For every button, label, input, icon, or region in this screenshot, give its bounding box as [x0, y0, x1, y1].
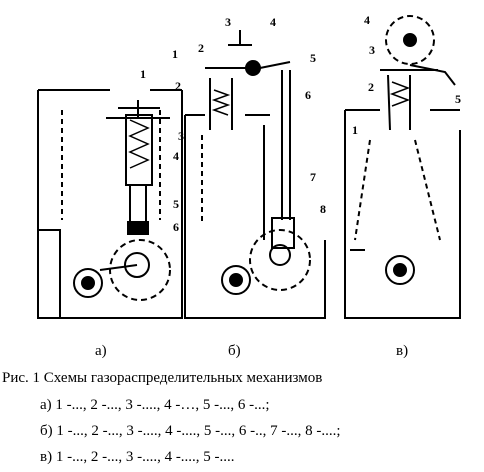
a-num-6: 6	[173, 220, 179, 234]
b-num-8: 8	[320, 202, 326, 216]
label-c: в)	[396, 343, 409, 359]
a-num-1: 1	[140, 67, 146, 81]
mechanism-figure: 1 2 3 4 5 6 1 2 3 4 5 6 7 8 1 2 3 4 5	[37, 13, 461, 319]
a-num-4: 4	[173, 149, 179, 163]
answer-line-c: в) 1 -..., 2 -..., 3 -...., 4 -...., 5 -…	[40, 449, 235, 465]
diagram-c	[344, 15, 461, 319]
c-num-1: 1	[352, 123, 358, 137]
b-num-2: 2	[198, 41, 204, 55]
b-num-7: 7	[310, 170, 316, 184]
b-num-1: 1	[172, 47, 178, 61]
b-num-3: 3	[225, 15, 231, 29]
label-b: б)	[228, 343, 241, 359]
label-a: а)	[95, 343, 107, 359]
a-num-2: 2	[175, 79, 181, 93]
c-num-2: 2	[368, 80, 374, 94]
figure-caption: Рис. 1 Схемы газораспределительных механ…	[2, 370, 323, 386]
diagram-b	[184, 30, 326, 319]
a-num-3: 3	[178, 129, 184, 143]
a-num-5: 5	[173, 197, 179, 211]
c-num-3: 3	[369, 43, 375, 57]
b-num-4: 4	[270, 15, 276, 29]
answer-line-a: а) 1 -..., 2 -..., 3 -...., 4 -…, 5 -...…	[40, 397, 270, 413]
callout-numbers: 1 2 3 4 5 6 1 2 3 4 5 6 7 8 1 2 3 4 5	[140, 13, 461, 234]
c-num-4: 4	[364, 13, 370, 27]
c-num-5: 5	[455, 92, 461, 106]
b-num-6: 6	[305, 88, 311, 102]
b-num-5: 5	[310, 51, 316, 65]
answer-line-b: б) 1 -..., 2 -..., 3 -...., 4 -...., 5 -…	[40, 423, 341, 439]
diagram-a	[37, 89, 183, 319]
